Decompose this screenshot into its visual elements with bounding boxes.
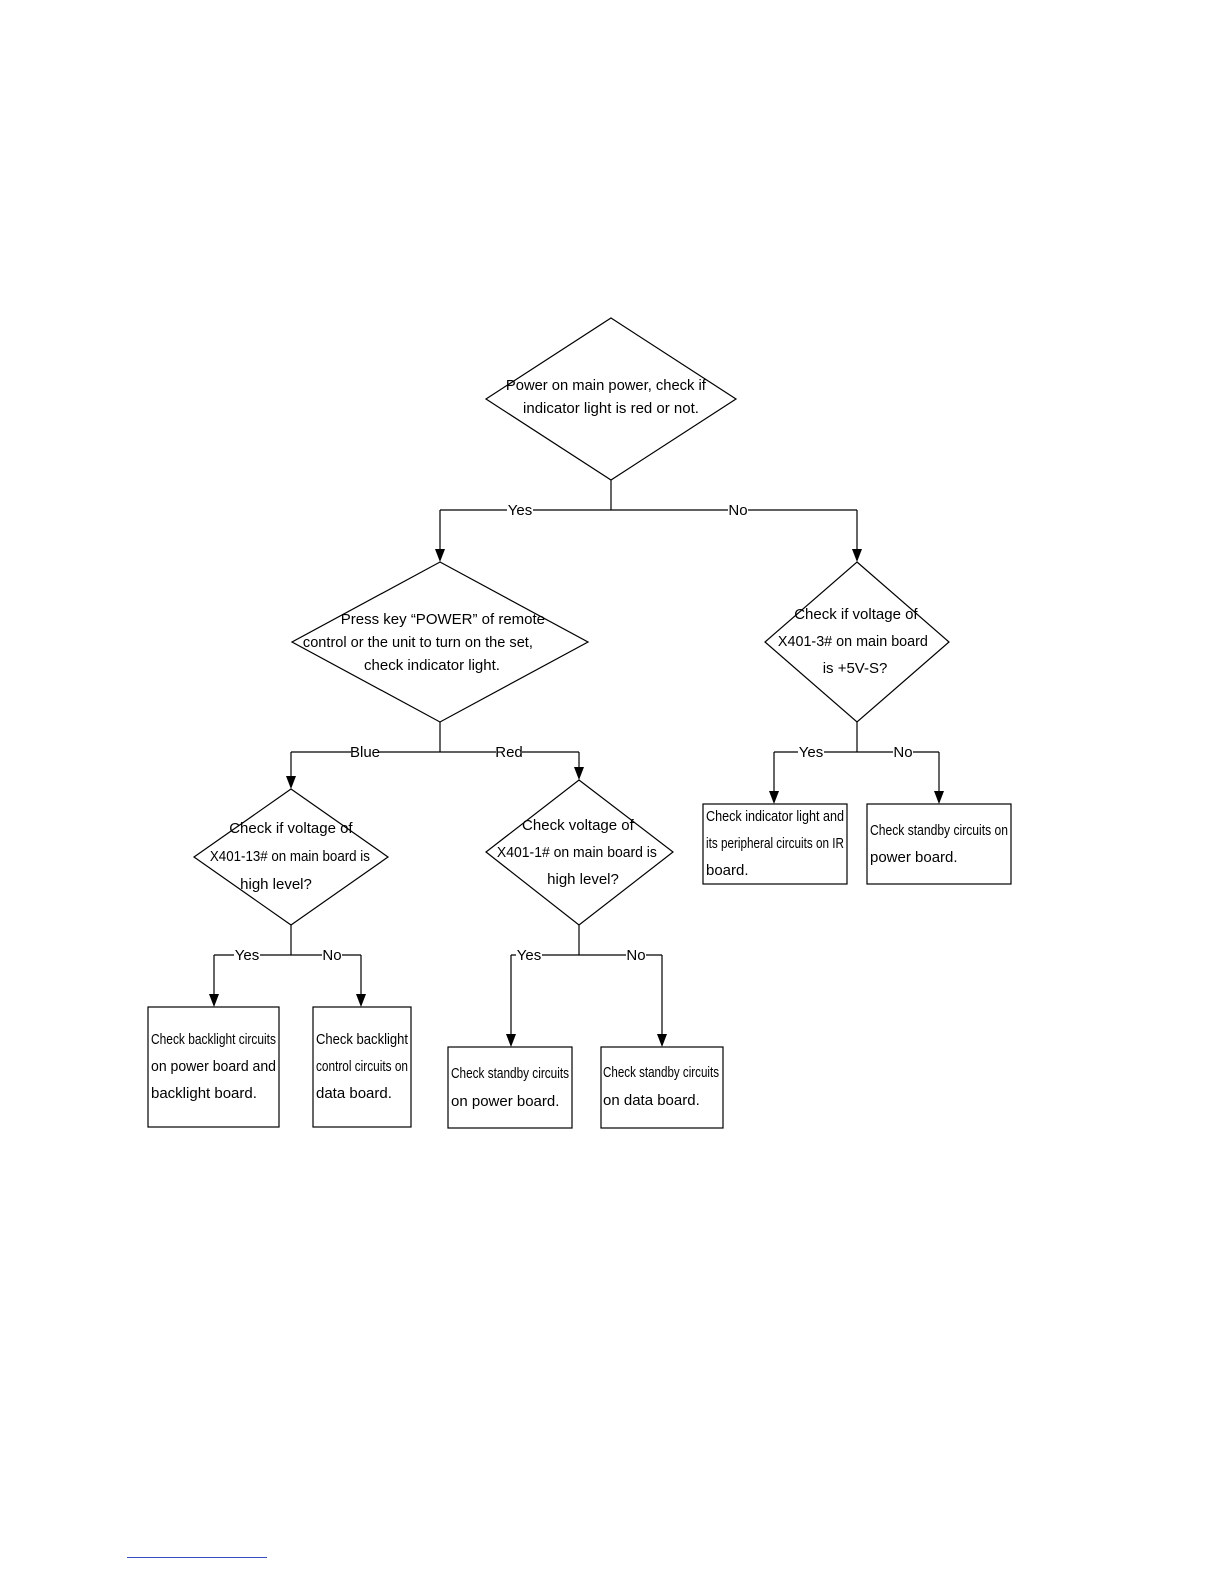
node-text-b4: Check standby circuits on data board. [603,1064,723,1109]
edge-label-e7: Yes [235,947,259,964]
edge-label-e4: Red [495,744,523,761]
edge-label-e9: Yes [517,947,541,964]
node-text-b3: Check standby circuits on power board. [451,1065,573,1110]
process-shapes [147,803,1012,1129]
connector-d1-split [440,480,857,511]
decision-d2 [290,561,590,723]
edge-label-e6: No [893,744,912,761]
connector-d2-split [291,722,579,753]
edge-label-e5: Yes [799,744,823,761]
process-b5 [702,803,848,885]
arrowhead [574,767,584,780]
node-texts: Power on main power, check if indicator … [151,377,1012,1110]
decision-d1 [484,317,738,481]
decision-shapes [192,317,950,926]
arrowhead [769,791,779,804]
process-b1 [147,1006,280,1128]
arrowhead [435,549,445,562]
edge-label-e1: Yes [508,502,532,519]
decision-d4 [192,788,390,926]
arrowhead [286,776,296,789]
arrowhead [356,994,366,1007]
edge-label-e8: No [322,947,341,964]
node-text-d2: Press key “POWER” of remote control or t… [303,611,549,674]
process-b3 [447,1046,573,1129]
node-text-b5: Check indicator light and its peripheral… [706,808,848,879]
arrowhead [506,1034,516,1047]
arrowhead [852,549,862,562]
flow-arrowheads [209,549,944,1047]
node-text-d3: Check if voltage of X401-3# on main boar… [778,606,932,677]
node-text-d5: Check voltage of X401-1# on main board i… [497,817,661,888]
node-text-b6: Check standby circuits on power board. [870,822,1012,866]
node-text-d4: Check if voltage of X401-13# on main boa… [210,820,374,893]
footnote-separator [127,1557,267,1558]
node-text-b2: Check backlight control circuits on data… [316,1031,412,1102]
edge-labels: Yes No Blue Red Yes No Yes No Yes No [234,500,913,964]
node-text-d1: Power on main power, check if indicator … [506,377,710,417]
decision-d3 [764,561,950,723]
arrowhead [934,791,944,804]
process-b2 [312,1006,412,1128]
arrowhead [657,1034,667,1047]
node-text-b1: Check backlight circuits on power board … [151,1031,280,1102]
edge-label-e3: Blue [350,744,380,761]
edge-label-e10: No [626,947,645,964]
process-b4 [600,1046,724,1129]
decision-d5 [485,779,674,926]
process-b6 [866,803,1012,885]
arrowhead [209,994,219,1007]
edge-label-e2: No [728,502,747,519]
